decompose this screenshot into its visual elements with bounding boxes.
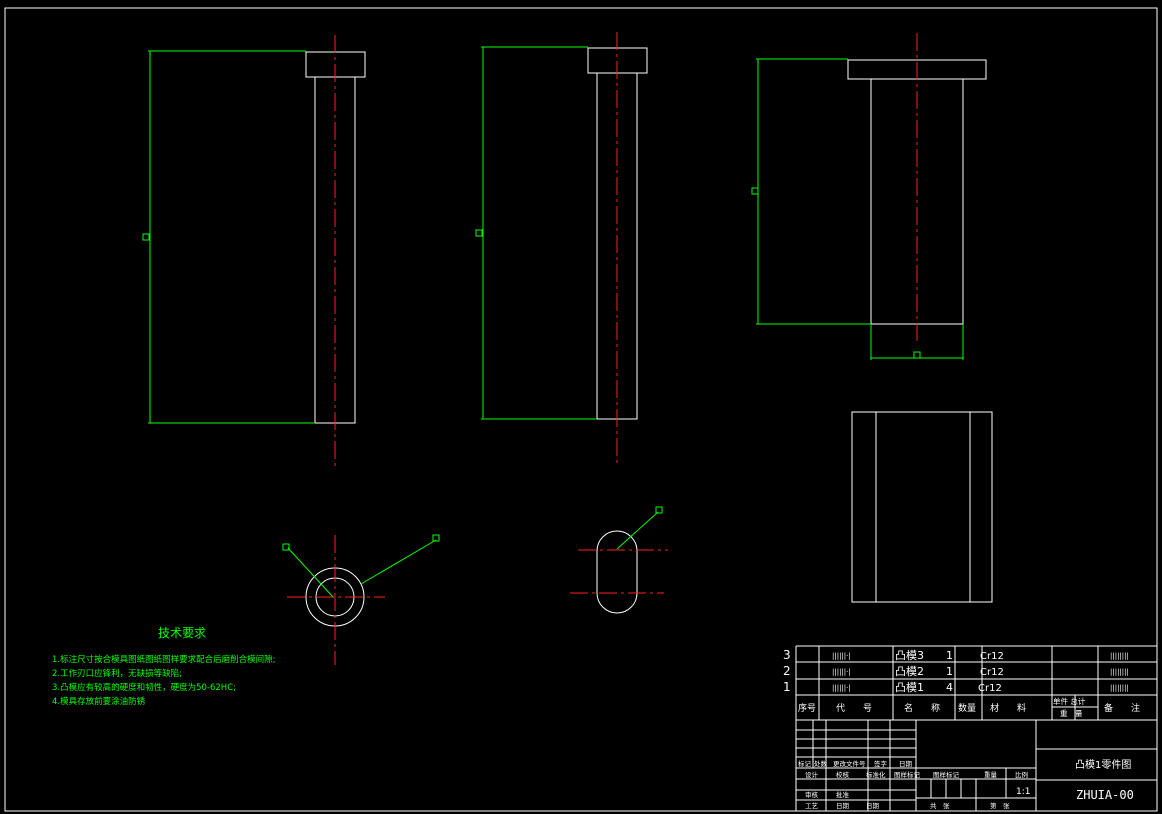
dimension-marker (913, 351, 921, 359)
bom-header-weight: 重 量 (1060, 709, 1083, 718)
tb-marks-label: 标记 (798, 759, 812, 768)
bom-header-code: 代 号 (836, 703, 872, 714)
bom-code-1: ||||||·| (832, 684, 851, 692)
dimension-marker (142, 233, 150, 241)
punch-2-front-view (475, 32, 648, 465)
punch-2-top-view (570, 506, 668, 614)
parts-list-text: 3 2 1 ||||||·| ||||||·| ||||||·| 凸模3 凸模2… (783, 648, 1140, 718)
punch-3-side-view (851, 411, 993, 603)
bom-qty-1: 4 (946, 681, 953, 694)
tb-sheet-number: 第 张 (990, 801, 1010, 810)
tb-total-sheets: 共 张 (930, 801, 950, 810)
drawing-frame (4, 7, 1158, 812)
tb-design-label: 设计 (805, 770, 819, 779)
bom-remark-1: |||||||| (1110, 684, 1129, 692)
tech-req-line-4: 4.模具存放前要涂油防锈 (52, 696, 146, 707)
bom-name-1: 凸模1 (895, 681, 924, 694)
bom-material-3: Cr12 (980, 651, 1004, 662)
tb-check-label: 校核 (836, 770, 850, 779)
drawing-code: ZHUIA-00 (1076, 788, 1134, 802)
bom-index-1: 1 (783, 680, 791, 694)
bom-header-unit-total: 单件 总计 (1053, 696, 1086, 706)
bom-name-3: 凸模3 (895, 649, 924, 662)
punch-1-top-view (282, 534, 440, 665)
dimension-marker (475, 229, 483, 237)
drawing-name: 凸模1零件图 (1075, 759, 1131, 771)
bom-material-2: Cr12 (980, 667, 1004, 678)
tb-review-label: 审核 (805, 790, 819, 799)
bom-code-3: ||||||·| (832, 652, 851, 660)
bom-header-remark: 备 注 (1104, 702, 1140, 714)
tb-process-label: 工艺 (805, 802, 819, 810)
tb-count-label: 处数 (814, 759, 828, 768)
tb-date-label: 日期 (899, 760, 913, 768)
bom-remark-3: |||||||| (1110, 652, 1129, 660)
dimension-marker (282, 543, 290, 551)
tech-req-line-3: 3.凸模应有较高的硬度和韧性，硬度为50-62HC; (52, 682, 236, 693)
tb-stage-mark-label: 图样标记 (933, 770, 960, 779)
tech-req-title: 技术要求 (158, 626, 206, 640)
bom-index-2: 2 (783, 664, 791, 678)
tb-date3-label: 日期 (866, 802, 880, 810)
title-block (796, 720, 1157, 811)
tb-stage-label: 图样标记 (894, 770, 921, 779)
bom-material-1: Cr12 (978, 683, 1002, 694)
tb-weight-label: 重量 (984, 771, 998, 779)
bom-header-qty: 数量 (958, 702, 976, 714)
bom-header-index: 序号 (798, 702, 816, 714)
dimension-marker (655, 506, 663, 514)
bom-header-name: 名 称 (904, 702, 940, 714)
bom-remark-2: |||||||| (1110, 668, 1129, 676)
dimension-marker (432, 534, 440, 542)
title-block-text: 标记 处数 更改文件号 签字 日期 设计 校核 标准化 图样标记 图样标记 重量… (798, 759, 1134, 810)
tech-req-line-1: 1.标注尺寸按合模具图纸图纸图样要求配合后磨削合模间隙; (52, 654, 275, 665)
tb-change-doc-label: 更改文件号 (833, 759, 866, 768)
tech-req-line-2: 2.工作刃口应锋利，无缺损等缺陷; (52, 668, 182, 679)
punch-3-front-view (751, 33, 987, 360)
tb-scale-value: 1:1 (1016, 787, 1030, 797)
bom-code-2: ||||||·| (832, 668, 851, 676)
bom-name-2: 凸模2 (895, 665, 924, 678)
bom-index-3: 3 (783, 648, 791, 662)
bom-header-material: 材 料 (990, 702, 1026, 714)
tb-sign-label: 签字 (874, 759, 888, 768)
tb-approve-label: 批准 (836, 790, 850, 799)
tb-std-label: 标准化 (866, 770, 886, 779)
tb-date2-label: 日期 (836, 802, 850, 810)
punch-1-front-view (142, 35, 366, 470)
tb-scale-label: 比例 (1015, 770, 1028, 779)
dimension-marker (751, 187, 759, 195)
technical-requirements: 技术要求 1.标注尺寸按合模具图纸图纸图样要求配合后磨削合模间隙; 2.工作刃口… (52, 626, 275, 707)
bom-qty-3: 1 (946, 649, 953, 662)
parts-list (795, 645, 1157, 811)
bom-qty-2: 1 (946, 665, 953, 678)
